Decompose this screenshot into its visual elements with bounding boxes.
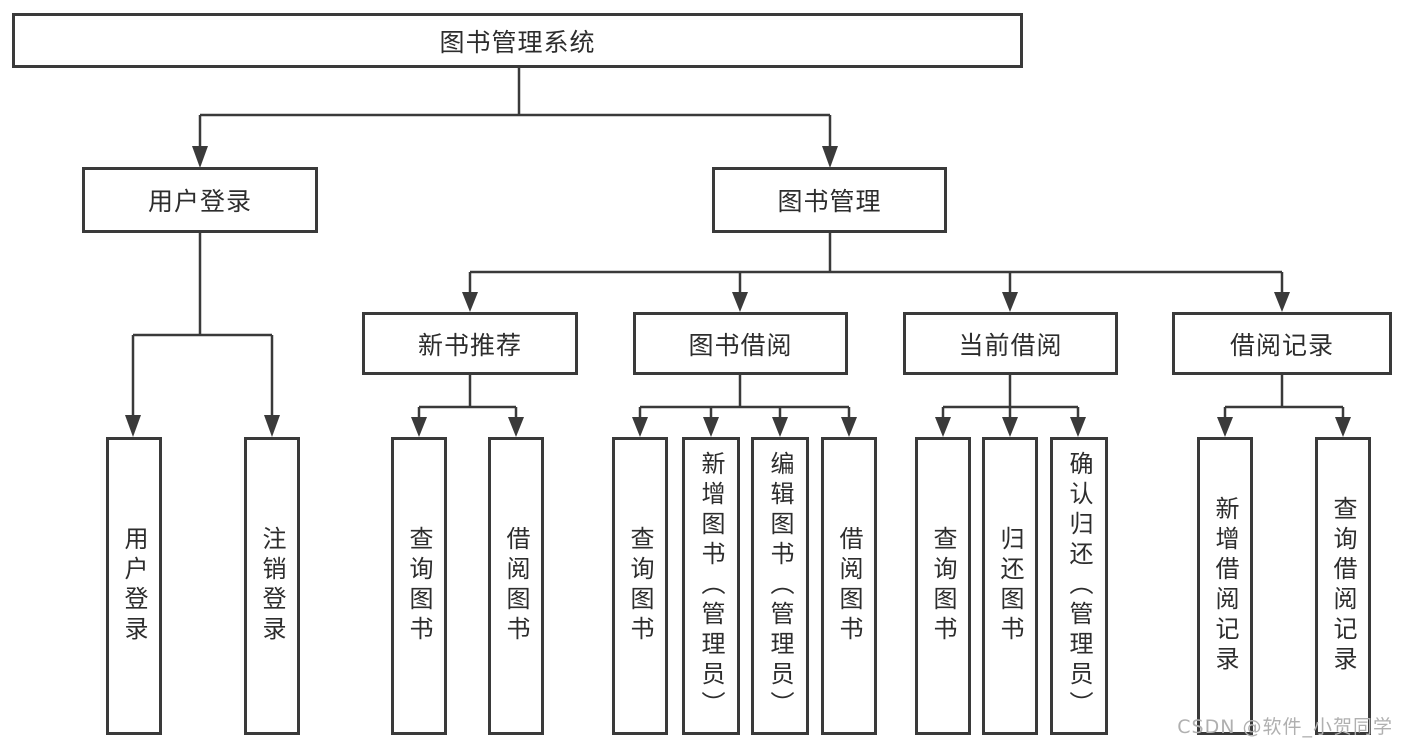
leaf-return-books: 归还图书 bbox=[982, 437, 1038, 735]
node-book-borrowing-label: 图书借阅 bbox=[688, 330, 793, 360]
leaf-edit-book-admin: 编辑图书（管理员） bbox=[751, 437, 809, 735]
node-root: 图书管理系统 bbox=[12, 13, 1023, 68]
node-current-borrowing: 当前借阅 bbox=[903, 312, 1118, 375]
node-user-login: 用户登录 bbox=[82, 167, 318, 233]
node-borrow-records-label: 借阅记录 bbox=[1229, 330, 1334, 360]
node-new-book-recommend-label: 新书推荐 bbox=[417, 330, 522, 360]
leaf-add-borrow-record: 新增借阅记录 bbox=[1197, 437, 1253, 735]
node-book-borrowing: 图书借阅 bbox=[633, 312, 848, 375]
leaf-logout: 注销登录 bbox=[244, 437, 300, 735]
leaf-query-books-borrowing: 查询图书 bbox=[612, 437, 668, 735]
leaf-query-books-current: 查询图书 bbox=[915, 437, 971, 735]
node-book-management: 图书管理 bbox=[712, 167, 947, 233]
node-current-borrowing-label: 当前借阅 bbox=[958, 330, 1063, 360]
leaf-user-login: 用户登录 bbox=[106, 437, 162, 735]
leaf-borrow-books-borrowing: 借阅图书 bbox=[821, 437, 877, 735]
node-new-book-recommend: 新书推荐 bbox=[362, 312, 578, 375]
leaf-confirm-return-admin: 确认归还（管理员） bbox=[1050, 437, 1108, 735]
node-borrow-records: 借阅记录 bbox=[1172, 312, 1392, 375]
node-root-label: 图书管理系统 bbox=[439, 27, 596, 57]
leaf-borrow-books-recommend: 借阅图书 bbox=[488, 437, 544, 735]
leaf-query-books-recommend: 查询图书 bbox=[391, 437, 447, 735]
node-user-login-label: 用户登录 bbox=[147, 187, 252, 216]
node-book-management-label: 图书管理 bbox=[777, 187, 882, 216]
csdn-watermark: CSDN @软件_小贺同学 bbox=[1177, 716, 1393, 738]
leaf-query-borrow-record: 查询借阅记录 bbox=[1315, 437, 1371, 735]
leaf-add-book-admin: 新增图书（管理员） bbox=[682, 437, 740, 735]
